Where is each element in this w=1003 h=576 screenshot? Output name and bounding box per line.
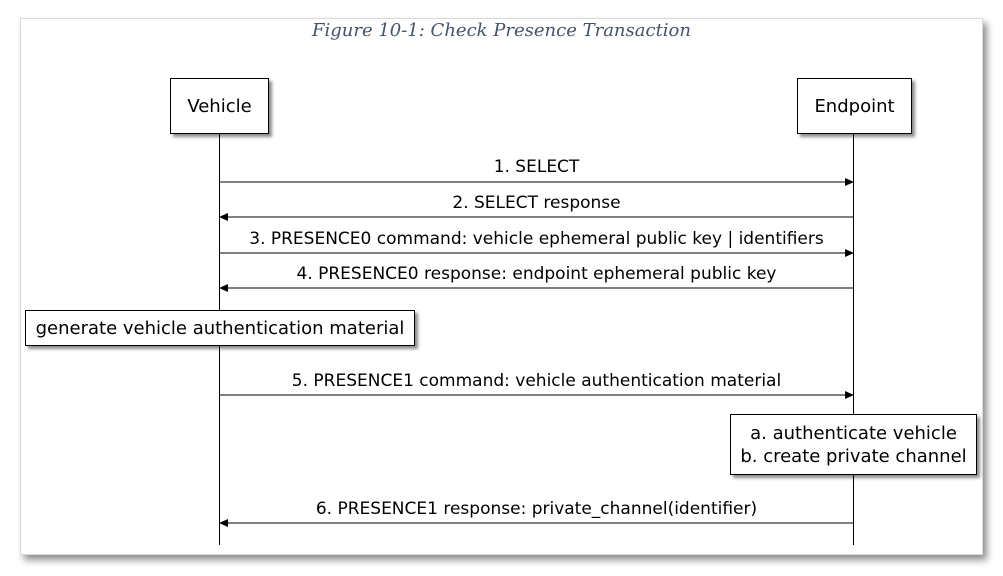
endpoint-note: a. authenticate vehicle b. create privat… [730, 414, 977, 475]
message-label-1: 1. SELECT [493, 157, 580, 177]
vehicle-note-text: generate vehicle authentication material [35, 317, 405, 339]
message-label-5: 5. PRESENCE1 command: vehicle authentica… [291, 371, 782, 391]
vehicle-note: generate vehicle authentication material [25, 310, 415, 346]
endpoint-note-line-2: b. create private channel [740, 445, 967, 467]
endpoint-actor-label: Endpoint [814, 95, 895, 117]
message-label-3: 3. PRESENCE0 command: vehicle ephemeral … [249, 229, 824, 249]
message-label-4: 4. PRESENCE0 response: endpoint ephemera… [296, 264, 777, 284]
vehicle-actor-box: Vehicle [170, 78, 269, 134]
endpoint-lifeline [853, 133, 854, 545]
endpoint-note-line-1: a. authenticate vehicle [750, 422, 957, 444]
vehicle-actor-label: Vehicle [187, 95, 252, 117]
message-label-6: 6. PRESENCE1 response: private_channel(i… [315, 499, 758, 519]
endpoint-actor-box: Endpoint [797, 78, 912, 134]
figure-caption: Figure 10-1: Check Presence Transaction [311, 20, 691, 41]
message-label-2: 2. SELECT response [452, 193, 621, 213]
